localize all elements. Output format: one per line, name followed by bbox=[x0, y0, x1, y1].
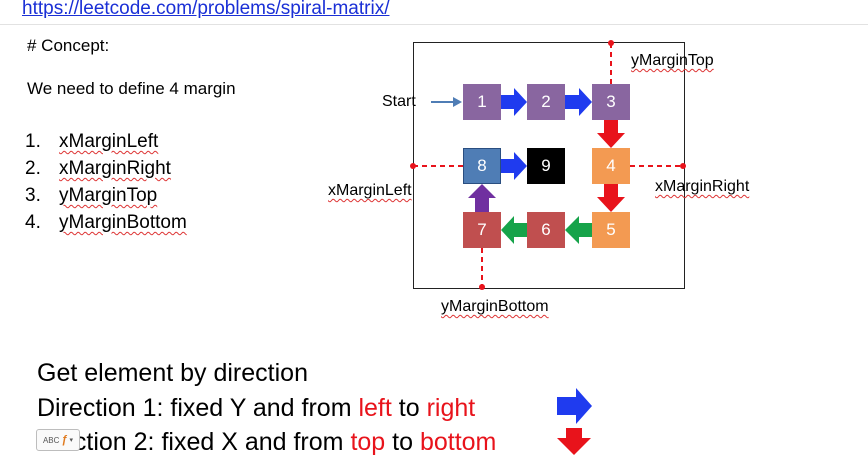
list-number: 3. bbox=[25, 185, 41, 206]
direction-1-left: left bbox=[358, 394, 392, 422]
cell-9: 9 bbox=[527, 148, 565, 184]
right-arrow-8-9 bbox=[501, 152, 527, 180]
left-margin-dot bbox=[410, 163, 416, 169]
list-item: 2. xMarginRight bbox=[25, 155, 187, 182]
list-number: 4. bbox=[25, 212, 41, 233]
direction-1-mid: to bbox=[391, 394, 427, 422]
description: We need to define 4 margin bbox=[27, 79, 236, 98]
cell-7: 7 bbox=[463, 212, 501, 248]
down-arrow-4-5 bbox=[597, 184, 625, 212]
divider bbox=[0, 24, 868, 25]
spellcheck-badge[interactable]: ABC ƒ ▾ bbox=[36, 429, 80, 451]
list-item: 3. yMarginTop bbox=[25, 182, 187, 209]
direction-2-prefix: ection 2: fixed X and from bbox=[60, 428, 351, 456]
y-margin-top-label: yMarginTop bbox=[631, 52, 714, 69]
direction-1-right: right bbox=[426, 394, 476, 422]
list-item: 1. xMarginLeft bbox=[25, 128, 187, 155]
legend-down-arrow bbox=[557, 428, 591, 455]
direction-2-bottom: bottom bbox=[419, 428, 497, 456]
left-arrow-5-6 bbox=[565, 216, 592, 244]
cell-6: 6 bbox=[527, 212, 565, 248]
direction-2-mid: to bbox=[385, 428, 420, 456]
direction-2-line: ection 2: fixed X and from top to bottom bbox=[60, 428, 496, 457]
list-label: yMarginBottom bbox=[59, 212, 187, 233]
problem-link[interactable]: https://leetcode.com/problems/spiral-mat… bbox=[22, 0, 390, 19]
x-margin-left-label: xMarginLeft bbox=[328, 182, 412, 199]
right-arrow-1-2 bbox=[501, 88, 527, 116]
right-margin-dot bbox=[680, 163, 686, 169]
cell-8: 8 bbox=[463, 148, 501, 184]
direction-1-prefix: Direction 1: fixed Y and from bbox=[37, 394, 359, 422]
y-margin-bottom-label: yMarginBottom bbox=[441, 298, 549, 315]
margins-list: 1. xMarginLeft 2. xMarginRight 3. yMarginTo… bbox=[25, 128, 187, 236]
right-arrow-2-3 bbox=[565, 88, 592, 116]
start-arrow bbox=[431, 97, 462, 107]
cell-4: 4 bbox=[592, 148, 630, 184]
bottom-margin-dot bbox=[479, 284, 485, 290]
chevron-down-icon: ▾ bbox=[69, 437, 74, 444]
list-label: xMarginLeft bbox=[59, 131, 159, 152]
margin-markers bbox=[410, 40, 686, 290]
direction-1-line: Direction 1: fixed Y and from left to ri… bbox=[37, 394, 475, 423]
cell-2: 2 bbox=[527, 84, 565, 120]
direction-heading: Get element by direction bbox=[37, 359, 308, 387]
x-margin-right-label: xMarginRight bbox=[655, 178, 750, 195]
cell-3: 3 bbox=[592, 84, 630, 120]
list-label: xMarginRight bbox=[59, 158, 171, 179]
list-number: 1. bbox=[25, 131, 41, 152]
start-label: Start bbox=[382, 93, 416, 110]
cell-1: 1 bbox=[463, 84, 501, 120]
up-arrow-7-8 bbox=[468, 184, 496, 212]
concept-heading: # Concept: bbox=[27, 36, 110, 55]
direction-2-top: top bbox=[350, 428, 386, 456]
list-number: 2. bbox=[25, 158, 41, 179]
spellcheck-text: ABC bbox=[42, 435, 60, 445]
legend-right-arrow bbox=[557, 388, 592, 424]
top-margin-dot bbox=[608, 40, 614, 46]
list-label: yMarginTop bbox=[59, 185, 158, 206]
list-item: 4. yMarginBottom bbox=[25, 209, 187, 236]
down-arrow-3-4 bbox=[597, 120, 625, 148]
cell-5: 5 bbox=[592, 212, 630, 248]
spellcheck-icon: ƒ bbox=[61, 434, 68, 446]
left-arrow-6-7 bbox=[501, 216, 527, 244]
